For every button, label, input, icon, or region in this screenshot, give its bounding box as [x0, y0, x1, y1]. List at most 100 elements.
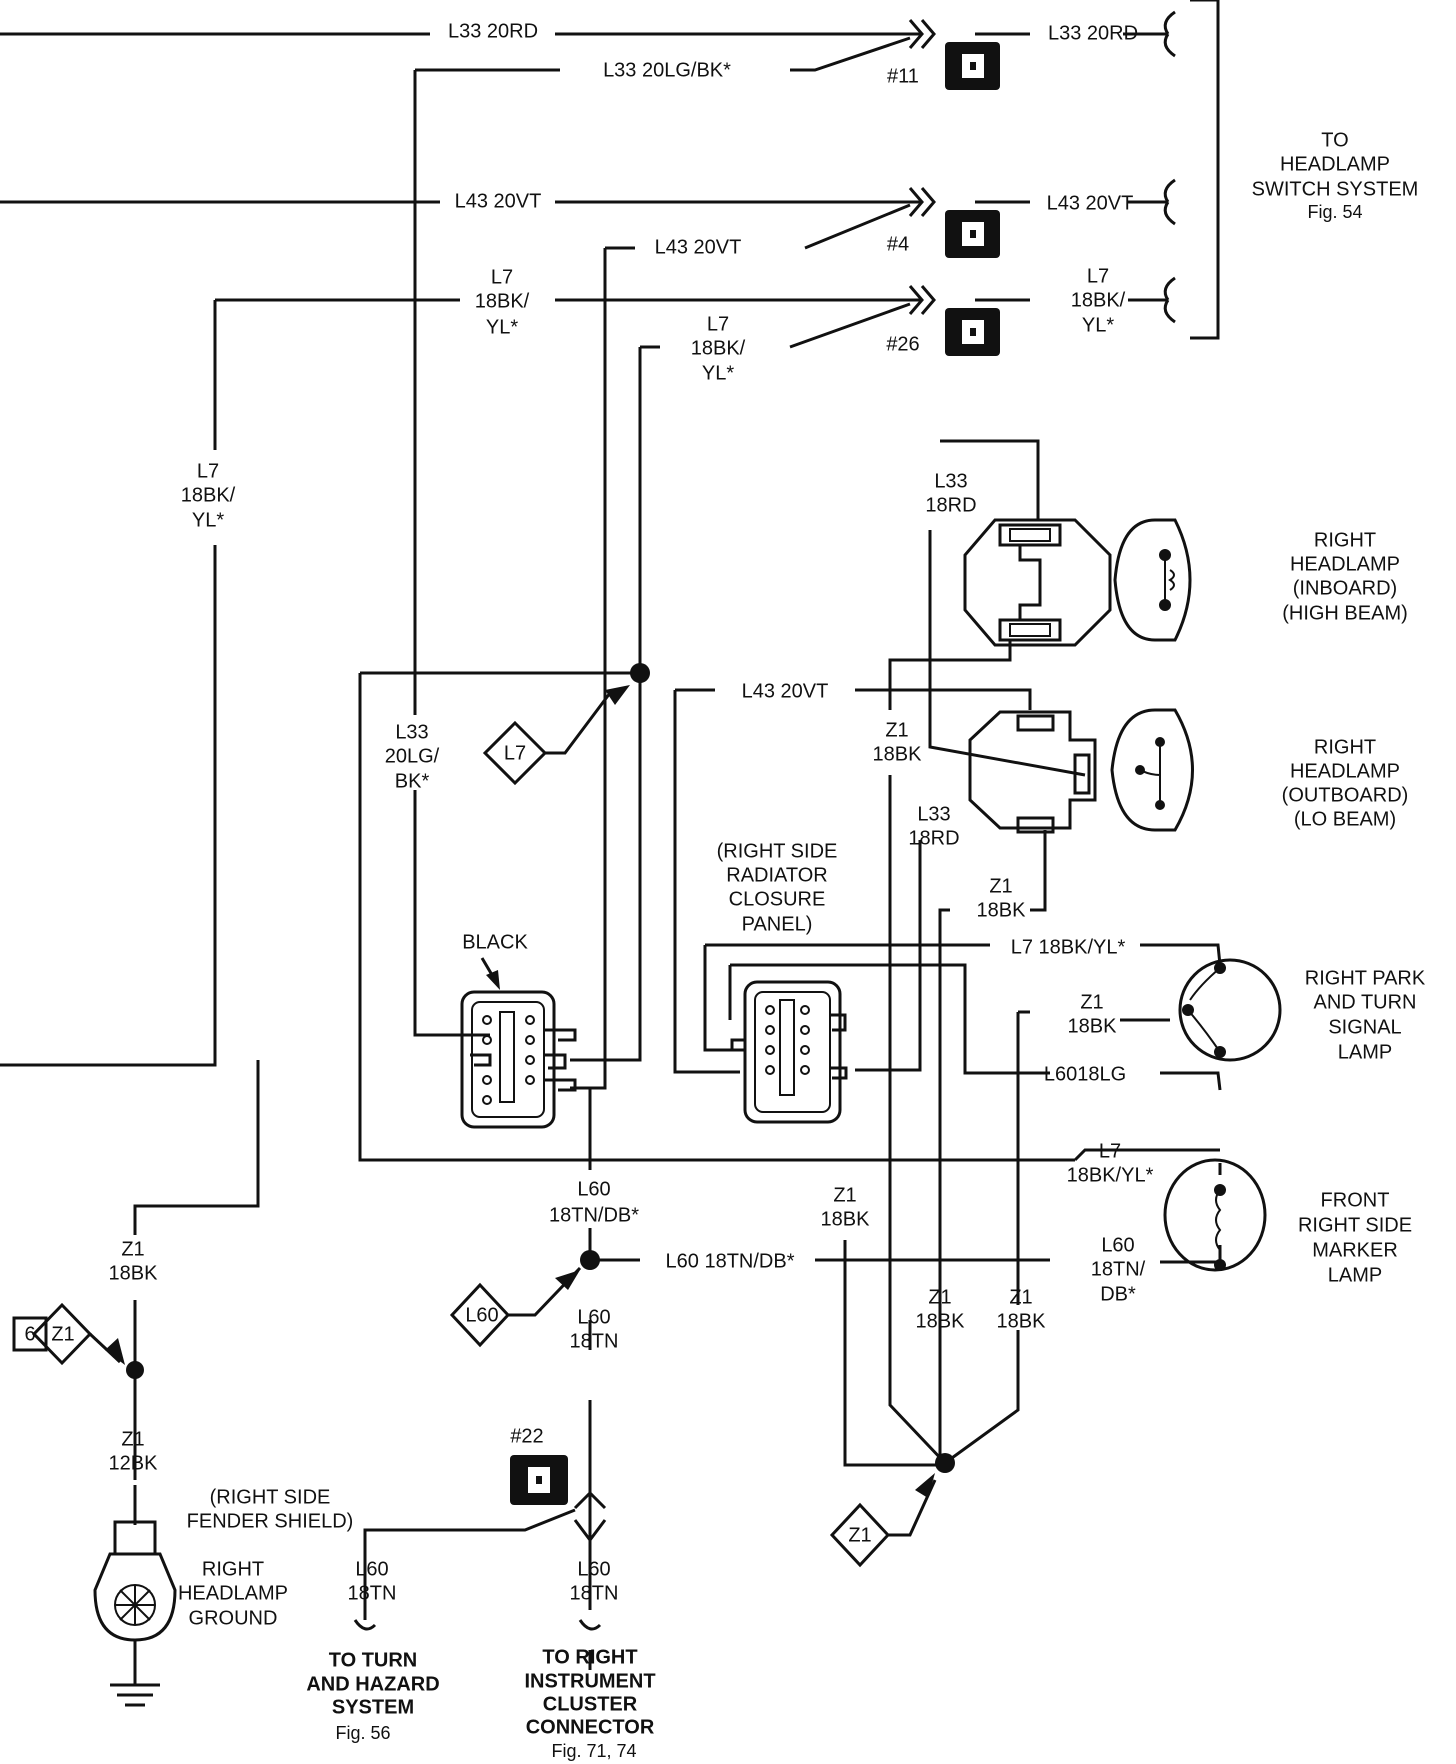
label-l60-marker-1: L60 — [1101, 1234, 1134, 1256]
label-l33-20lgbk-vert-1: L33 — [395, 721, 428, 743]
label-fender-2: FENDER SHIELD) — [187, 1510, 354, 1532]
label-z1-18bk-a-2: 18BK — [873, 743, 923, 765]
label-conn-11: #11 — [887, 65, 919, 87]
label-l33-20lgbk-vert-3: BK* — [395, 770, 430, 792]
label-ground-2: HEADLAMP — [178, 1582, 288, 1604]
labels: L33 20RD L33 20RD L33 20LG/BK* #11 L43 2… — [109, 20, 1426, 1760]
label-l33-18rd-mid-2: 18RD — [908, 827, 959, 849]
label-l7-a-1: L7 — [491, 266, 513, 288]
label-outboard-4: (LO BEAM) — [1294, 808, 1396, 830]
label-z1-18bk-b-1: Z1 — [989, 875, 1012, 897]
z1-diamond-left: 6 Z1 — [12, 1302, 93, 1366]
label-conn-22: #22 — [510, 1425, 543, 1447]
label-l43-20vt-mid: L43 20VT — [655, 236, 742, 258]
label-l43-20vt-top: L43 20VT — [455, 190, 542, 212]
label-l7-a-3: YL* — [486, 316, 518, 338]
label-park-2: AND TURN — [1314, 991, 1417, 1013]
label-l43-20vt-right: L43 20VT — [1047, 192, 1134, 214]
label-outboard-1: RIGHT — [1314, 736, 1376, 758]
label-marker-3: MARKER — [1312, 1239, 1398, 1261]
label-l60-left-1: L60 — [355, 1558, 388, 1580]
label-l60-marker-3: DB* — [1100, 1283, 1136, 1305]
inboard-headlamp-connector — [963, 518, 1112, 647]
headlamp-ground-symbol — [93, 1520, 177, 1707]
label-conn-26: #26 — [886, 333, 919, 355]
label-inboard-2: HEADLAMP — [1290, 553, 1400, 575]
l60-diamond: L60 — [449, 1282, 511, 1348]
label-z1-c-1: Z1 — [833, 1184, 856, 1206]
label-l60-vert-2: 18TN/DB* — [549, 1204, 639, 1226]
label-l7-left-3: YL* — [192, 509, 224, 531]
label-ground-1: RIGHT — [202, 1558, 264, 1580]
label-l60-18tn-mid-2: 18TN — [570, 1330, 619, 1352]
label-l33-18rd-top-1: L33 — [934, 470, 967, 492]
park-turn-lamp — [1178, 958, 1282, 1062]
label-inboard-1: RIGHT — [1314, 529, 1376, 551]
label-turn-3: SYSTEM — [332, 1696, 414, 1718]
label-turn-4: Fig. 56 — [335, 1723, 390, 1743]
label-l60-left-2: 18TN — [348, 1582, 397, 1604]
radiator-connector — [730, 980, 848, 1124]
label-marker-2: RIGHT SIDE — [1298, 1214, 1412, 1236]
label-z1-left-2: 18BK — [109, 1262, 159, 1284]
label-l7-c-3: YL* — [1082, 314, 1114, 336]
z1-diamond-left-label: Z1 — [51, 1323, 74, 1345]
label-l33-20rd-top: L33 20RD — [448, 20, 538, 42]
label-z1-d-1: Z1 — [928, 1286, 951, 1308]
marker-lamp — [1163, 1158, 1267, 1272]
l7-diamond: L7 — [482, 720, 548, 786]
l7-diamond-label: L7 — [504, 742, 526, 764]
black-connector — [460, 990, 577, 1129]
label-park-1: RIGHT PARK — [1305, 967, 1426, 989]
junction-dots — [105, 663, 955, 1498]
outboard-headlamp-connector — [968, 710, 1097, 834]
splice-connector-4 — [945, 210, 1000, 258]
label-z1-d-2: 18BK — [916, 1310, 966, 1332]
label-l7-a-2: 18BK/ — [475, 290, 530, 312]
label-outboard-3: (OUTBOARD) — [1282, 784, 1409, 806]
label-to-headlamp-4: Fig. 54 — [1307, 202, 1362, 222]
label-l60-right-2: 18TN — [570, 1582, 619, 1604]
z1-diamond-bottom: Z1 — [829, 1502, 891, 1568]
label-park-3: SIGNAL — [1328, 1016, 1401, 1038]
label-turn-2: AND HAZARD — [306, 1673, 439, 1695]
label-z1-18bk-a-1: Z1 — [885, 719, 908, 741]
splice-connector-26 — [945, 308, 1000, 356]
label-z1-park-1: Z1 — [1080, 991, 1103, 1013]
label-marker-1: FRONT — [1321, 1189, 1390, 1211]
label-z1-left-1: Z1 — [121, 1238, 144, 1260]
label-z1-12bk-1: Z1 — [121, 1428, 144, 1450]
wires — [0, 0, 1222, 1670]
l60-diamond-label: L60 — [465, 1304, 498, 1326]
label-l7-left-1: L7 — [197, 460, 219, 482]
label-l7-park: L7 18BK/YL* — [1011, 936, 1126, 958]
label-inboard-4: (HIGH BEAM) — [1282, 602, 1408, 624]
label-cluster-1: TO RIGHT — [542, 1646, 637, 1668]
label-black: BLACK — [462, 931, 528, 953]
label-z1-e-1: Z1 — [1009, 1286, 1032, 1308]
label-to-headlamp-1: TO — [1321, 129, 1348, 151]
label-radiator-3: CLOSURE — [729, 888, 826, 910]
label-cluster-4: CONNECTOR — [526, 1716, 655, 1738]
label-l60-right-1: L60 — [577, 1558, 610, 1580]
label-l33-18rd-top-2: 18RD — [925, 494, 976, 516]
label-l60-horiz: L60 18TN/DB* — [666, 1250, 795, 1272]
inboard-headlamp-bulb — [1113, 518, 1192, 642]
label-cluster-5: Fig. 71, 74 — [551, 1741, 636, 1761]
label-l7-marker-1: L7 — [1099, 1140, 1121, 1162]
label-l33-18rd-mid-1: L33 — [917, 803, 950, 825]
label-l7-b-1: L7 — [707, 313, 729, 335]
label-to-headlamp-2: HEADLAMP — [1280, 153, 1390, 175]
label-l43-20vt-panel: L43 20VT — [742, 680, 829, 702]
label-l60-18lg: L6018LG — [1044, 1063, 1126, 1085]
label-inboard-3: (INBOARD) — [1293, 577, 1397, 599]
z1-diamond-bottom-label: Z1 — [848, 1524, 871, 1546]
label-l7-c-2: 18BK/ — [1071, 289, 1126, 311]
label-l60-vert-1: L60 — [577, 1178, 610, 1200]
label-fender-1: (RIGHT SIDE — [210, 1486, 331, 1508]
label-cluster-2: INSTRUMENT — [524, 1670, 655, 1692]
splice-connector-22 — [510, 1455, 568, 1505]
outboard-headlamp-bulb — [1110, 708, 1194, 832]
label-to-headlamp-3: SWITCH SYSTEM — [1252, 178, 1419, 200]
